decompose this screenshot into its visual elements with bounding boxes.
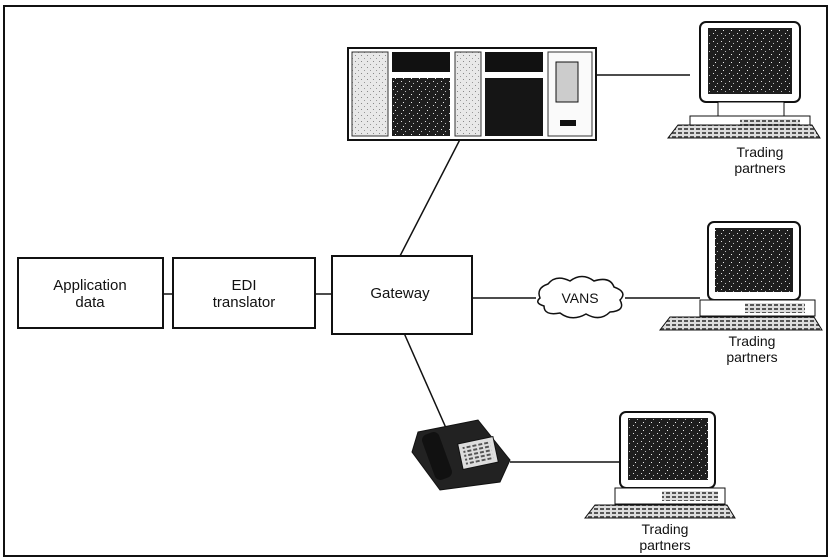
partner-label-3-line1: Trading: [642, 521, 689, 537]
vans-cloud: VANS: [538, 277, 623, 318]
gateway-label: Gateway: [370, 285, 430, 302]
telephone-icon: [412, 420, 510, 490]
line-gateway-to-phone: [404, 333, 446, 428]
application-data-box: Application data: [18, 258, 163, 328]
edi-translator-box: EDI translator: [173, 258, 315, 328]
gateway-box: Gateway: [332, 256, 472, 334]
partner-computer-icon-1: [668, 22, 820, 138]
partner-label-2-line2: partners: [726, 349, 777, 365]
partner-computer-icon-2: [660, 222, 822, 330]
partner-label-1-line2: partners: [734, 160, 785, 176]
vans-label: VANS: [561, 290, 598, 306]
edi-translator-label-1: EDI: [231, 277, 256, 294]
partner-label-1-line1: Trading: [737, 144, 784, 160]
partner-computer-icon-3: [585, 412, 735, 518]
partner-label-3-line2: partners: [639, 537, 690, 553]
partner-label-2-line1: Trading: [729, 333, 776, 349]
application-data-label-1: Application: [53, 277, 126, 294]
edi-translator-label-2: translator: [213, 294, 276, 311]
application-data-label-2: data: [75, 294, 105, 311]
mainframe-server-icon: [348, 48, 596, 140]
